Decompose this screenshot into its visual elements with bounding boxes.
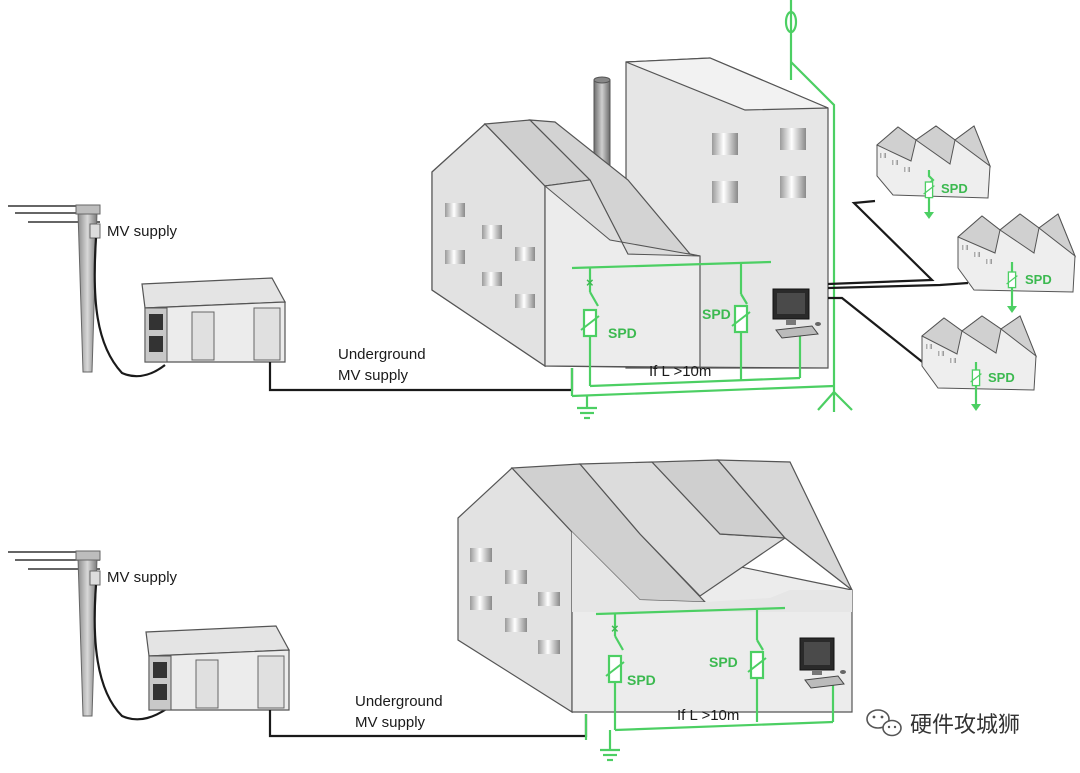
underground-label2-bottom: MV supply — [355, 714, 426, 731]
distance-label-top: If L >10m — [649, 363, 711, 380]
satellite-building-1 — [876, 125, 992, 219]
distance-label-bottom: If L >10m — [677, 707, 739, 724]
spd-main-label-bottom: SPD — [627, 672, 656, 688]
wechat-icon — [866, 709, 902, 737]
underground-cable-top — [268, 362, 574, 392]
underground-cable-bottom — [268, 710, 588, 738]
feeder-cables-top — [827, 199, 969, 373]
watermark: 硬件攻城狮 — [866, 709, 1020, 738]
svg-text:×: × — [611, 621, 619, 636]
internal-wiring-bottom: × — [584, 606, 835, 762]
mv-supply-label-top: MV supply — [107, 223, 178, 240]
spd-right-label-bottom: SPD — [709, 654, 738, 670]
computer-icon — [772, 288, 821, 339]
spd-sat3-label: SPD — [988, 370, 1015, 385]
svg-text:×: × — [586, 275, 594, 290]
factory-bottom — [457, 459, 853, 714]
satellite-building-3 — [921, 315, 1038, 411]
spd-main-label-top: SPD — [608, 325, 637, 341]
utility-pole-top — [8, 204, 166, 378]
lightning-rod-top — [784, 0, 853, 412]
watermark-text: 硬件攻城狮 — [910, 713, 1020, 738]
underground-label-top: Underground — [338, 346, 426, 363]
underground-label2-top: MV supply — [338, 367, 409, 384]
underground-label-bottom: Underground — [355, 693, 443, 710]
spd-right-label-top: SPD — [702, 306, 731, 322]
satellite-building-2 — [957, 213, 1077, 313]
top-section: MV supply Underground MV supply — [8, 0, 1077, 420]
spd-sat1-label: SPD — [941, 181, 968, 196]
spd-sat2-label: SPD — [1025, 272, 1052, 287]
substation-bottom — [145, 625, 290, 711]
internal-wiring-top: × — [570, 260, 835, 420]
bottom-section: MV supply Underground MV supply — [8, 459, 853, 762]
computer-icon-bottom — [799, 637, 846, 689]
mv-supply-label-bottom: MV supply — [107, 569, 178, 586]
utility-pole-bottom — [8, 550, 169, 721]
substation-top — [141, 277, 286, 363]
